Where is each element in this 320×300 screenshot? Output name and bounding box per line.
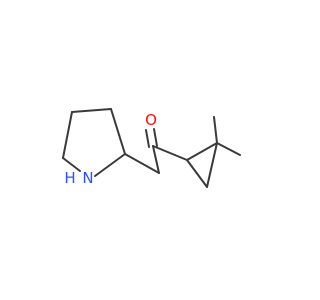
bond-carbonyl-double-1	[145, 129, 150, 148]
atom-label-hydrogen: H	[64, 169, 75, 187]
bond-cyclopropyl-2	[206, 142, 218, 188]
bond-ring-n-c5	[62, 157, 81, 172]
atom-label-oxygen: O	[145, 111, 157, 129]
bond-ring-c5-c4	[62, 111, 73, 159]
bond-carbonyl-double-2	[153, 128, 158, 147]
bond-cyclopropyl-3	[186, 159, 208, 188]
molecule-structure-diagram: O N H	[62, 108, 241, 188]
bond-ring-c4-c3	[71, 108, 112, 113]
bond-ch2-to-carbonyl	[152, 145, 160, 174]
bond-carbonyl-to-cyclopropyl	[152, 145, 188, 161]
bond-methyl-right	[216, 142, 241, 156]
bond-ring-to-ch2	[124, 153, 160, 174]
bond-cyclopropyl-1	[186, 142, 218, 161]
bond-methyl-up	[213, 116, 218, 144]
bond-ring-c1-c2	[110, 108, 126, 155]
atom-label-nitrogen: N	[82, 169, 93, 187]
bond-ring-c2-n	[94, 153, 126, 177]
